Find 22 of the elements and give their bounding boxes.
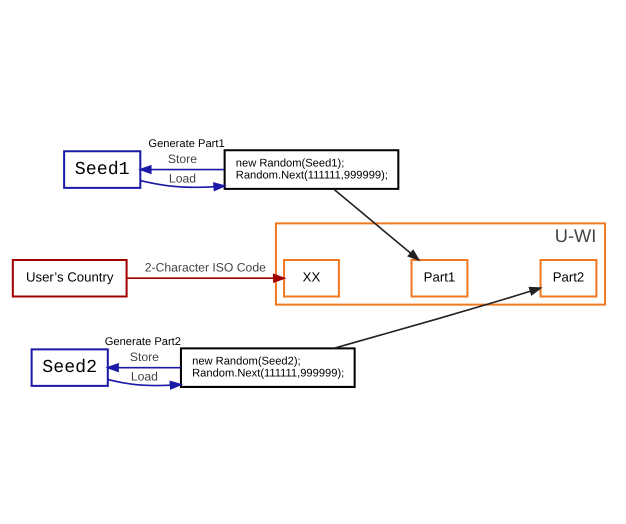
arrow [108,378,184,390]
node-box: new Random(Seed1); Random.Next(111111,999999); [224,148,400,190]
arrow [334,286,543,349]
arrow [105,362,181,372]
node-box: new Random(Seed2); Random.Next(111111,999999); [180,346,356,388]
arrow [138,164,224,174]
node-box: XX [283,258,340,298]
node-box: Part1 [410,258,468,298]
node-box: User’s Country [12,258,128,298]
edge-label: 2-Character ISO Code [144,260,266,274]
arrow [332,188,420,261]
edge-label: Load [168,170,196,185]
edge-label: Store [168,152,198,166]
arrow [140,179,227,191]
edge-label: Store [130,350,159,364]
node-box: Seed2 [30,348,109,386]
node-label: Generate Part1 [148,138,225,150]
arrow [126,273,286,282]
node-box: Part2 [540,258,598,298]
node-label: Generate Part2 [104,336,181,348]
node-box: Seed1 [63,150,142,188]
edge-label: Load [130,368,158,383]
